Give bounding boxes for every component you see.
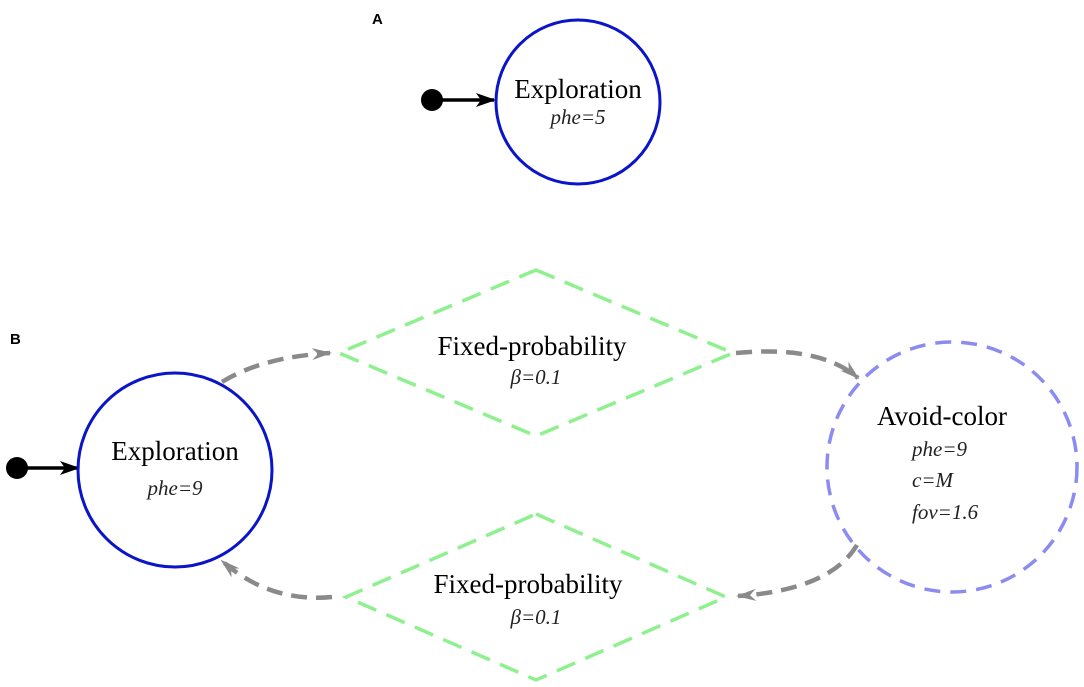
- panel-b-transitions: [220, 348, 860, 601]
- panel-b: B Exploration phe=9 Avoid-color phe=9 c=…: [6, 268, 1079, 682]
- panel-b-exploration-circle: [76, 371, 274, 569]
- panel-b-top-condition-title: Fixed-probability: [438, 331, 627, 361]
- transition-bottom-condition-to-exploration: [220, 559, 333, 600]
- panel-b-label: B: [10, 331, 21, 348]
- panel-b-initial-marker: [6, 457, 80, 479]
- panel-b-avoid-color-param-0: phe=9: [910, 437, 967, 461]
- panel-b-avoid-color-title: Avoid-color: [877, 401, 1007, 431]
- panel-b-bottom-condition: Fixed-probability β=0.1: [341, 512, 731, 682]
- panel-a-exploration-param-0: phe=5: [549, 105, 606, 129]
- panel-b-bottom-condition-param-0: β=0.1: [510, 605, 562, 629]
- panel-b-exploration-param-0: phe=9: [146, 476, 203, 500]
- panel-a-initial-marker: [421, 89, 496, 111]
- panel-a-exploration-state: Exploration phe=5: [494, 18, 662, 186]
- transition-exploration-to-top-condition: [220, 348, 332, 384]
- panel-a-initial-dot: [421, 89, 443, 111]
- panel-b-exploration-state: Exploration phe=9: [76, 371, 274, 569]
- panel-b-avoid-color-param-1: c=M: [912, 468, 954, 492]
- panel-b-bottom-condition-title: Fixed-probability: [434, 569, 623, 599]
- panel-b-avoid-color-circle: [825, 340, 1079, 594]
- panel-b-avoid-color-param-2: fov=1.6: [912, 500, 979, 524]
- panel-a: A Exploration phe=5: [372, 11, 662, 186]
- panel-a-label: A: [372, 11, 383, 28]
- panel-a-exploration-circle: [494, 18, 662, 186]
- transition-top-condition-to-avoid-color: [735, 349, 860, 380]
- panel-a-exploration-title: Exploration: [514, 74, 642, 104]
- panel-b-top-condition-param-0: β=0.1: [510, 365, 562, 389]
- panel-b-avoid-color-state: Avoid-color phe=9 c=M fov=1.6: [825, 340, 1079, 594]
- panel-b-initial-dot: [6, 457, 28, 479]
- panel-b-top-condition-diamond: [334, 268, 738, 438]
- transition-avoid-color-to-bottom-condition: [736, 543, 859, 601]
- panel-b-bottom-condition-diamond: [341, 512, 731, 682]
- panel-b-exploration-title: Exploration: [111, 436, 239, 466]
- panel-b-top-condition: Fixed-probability β=0.1: [334, 268, 738, 438]
